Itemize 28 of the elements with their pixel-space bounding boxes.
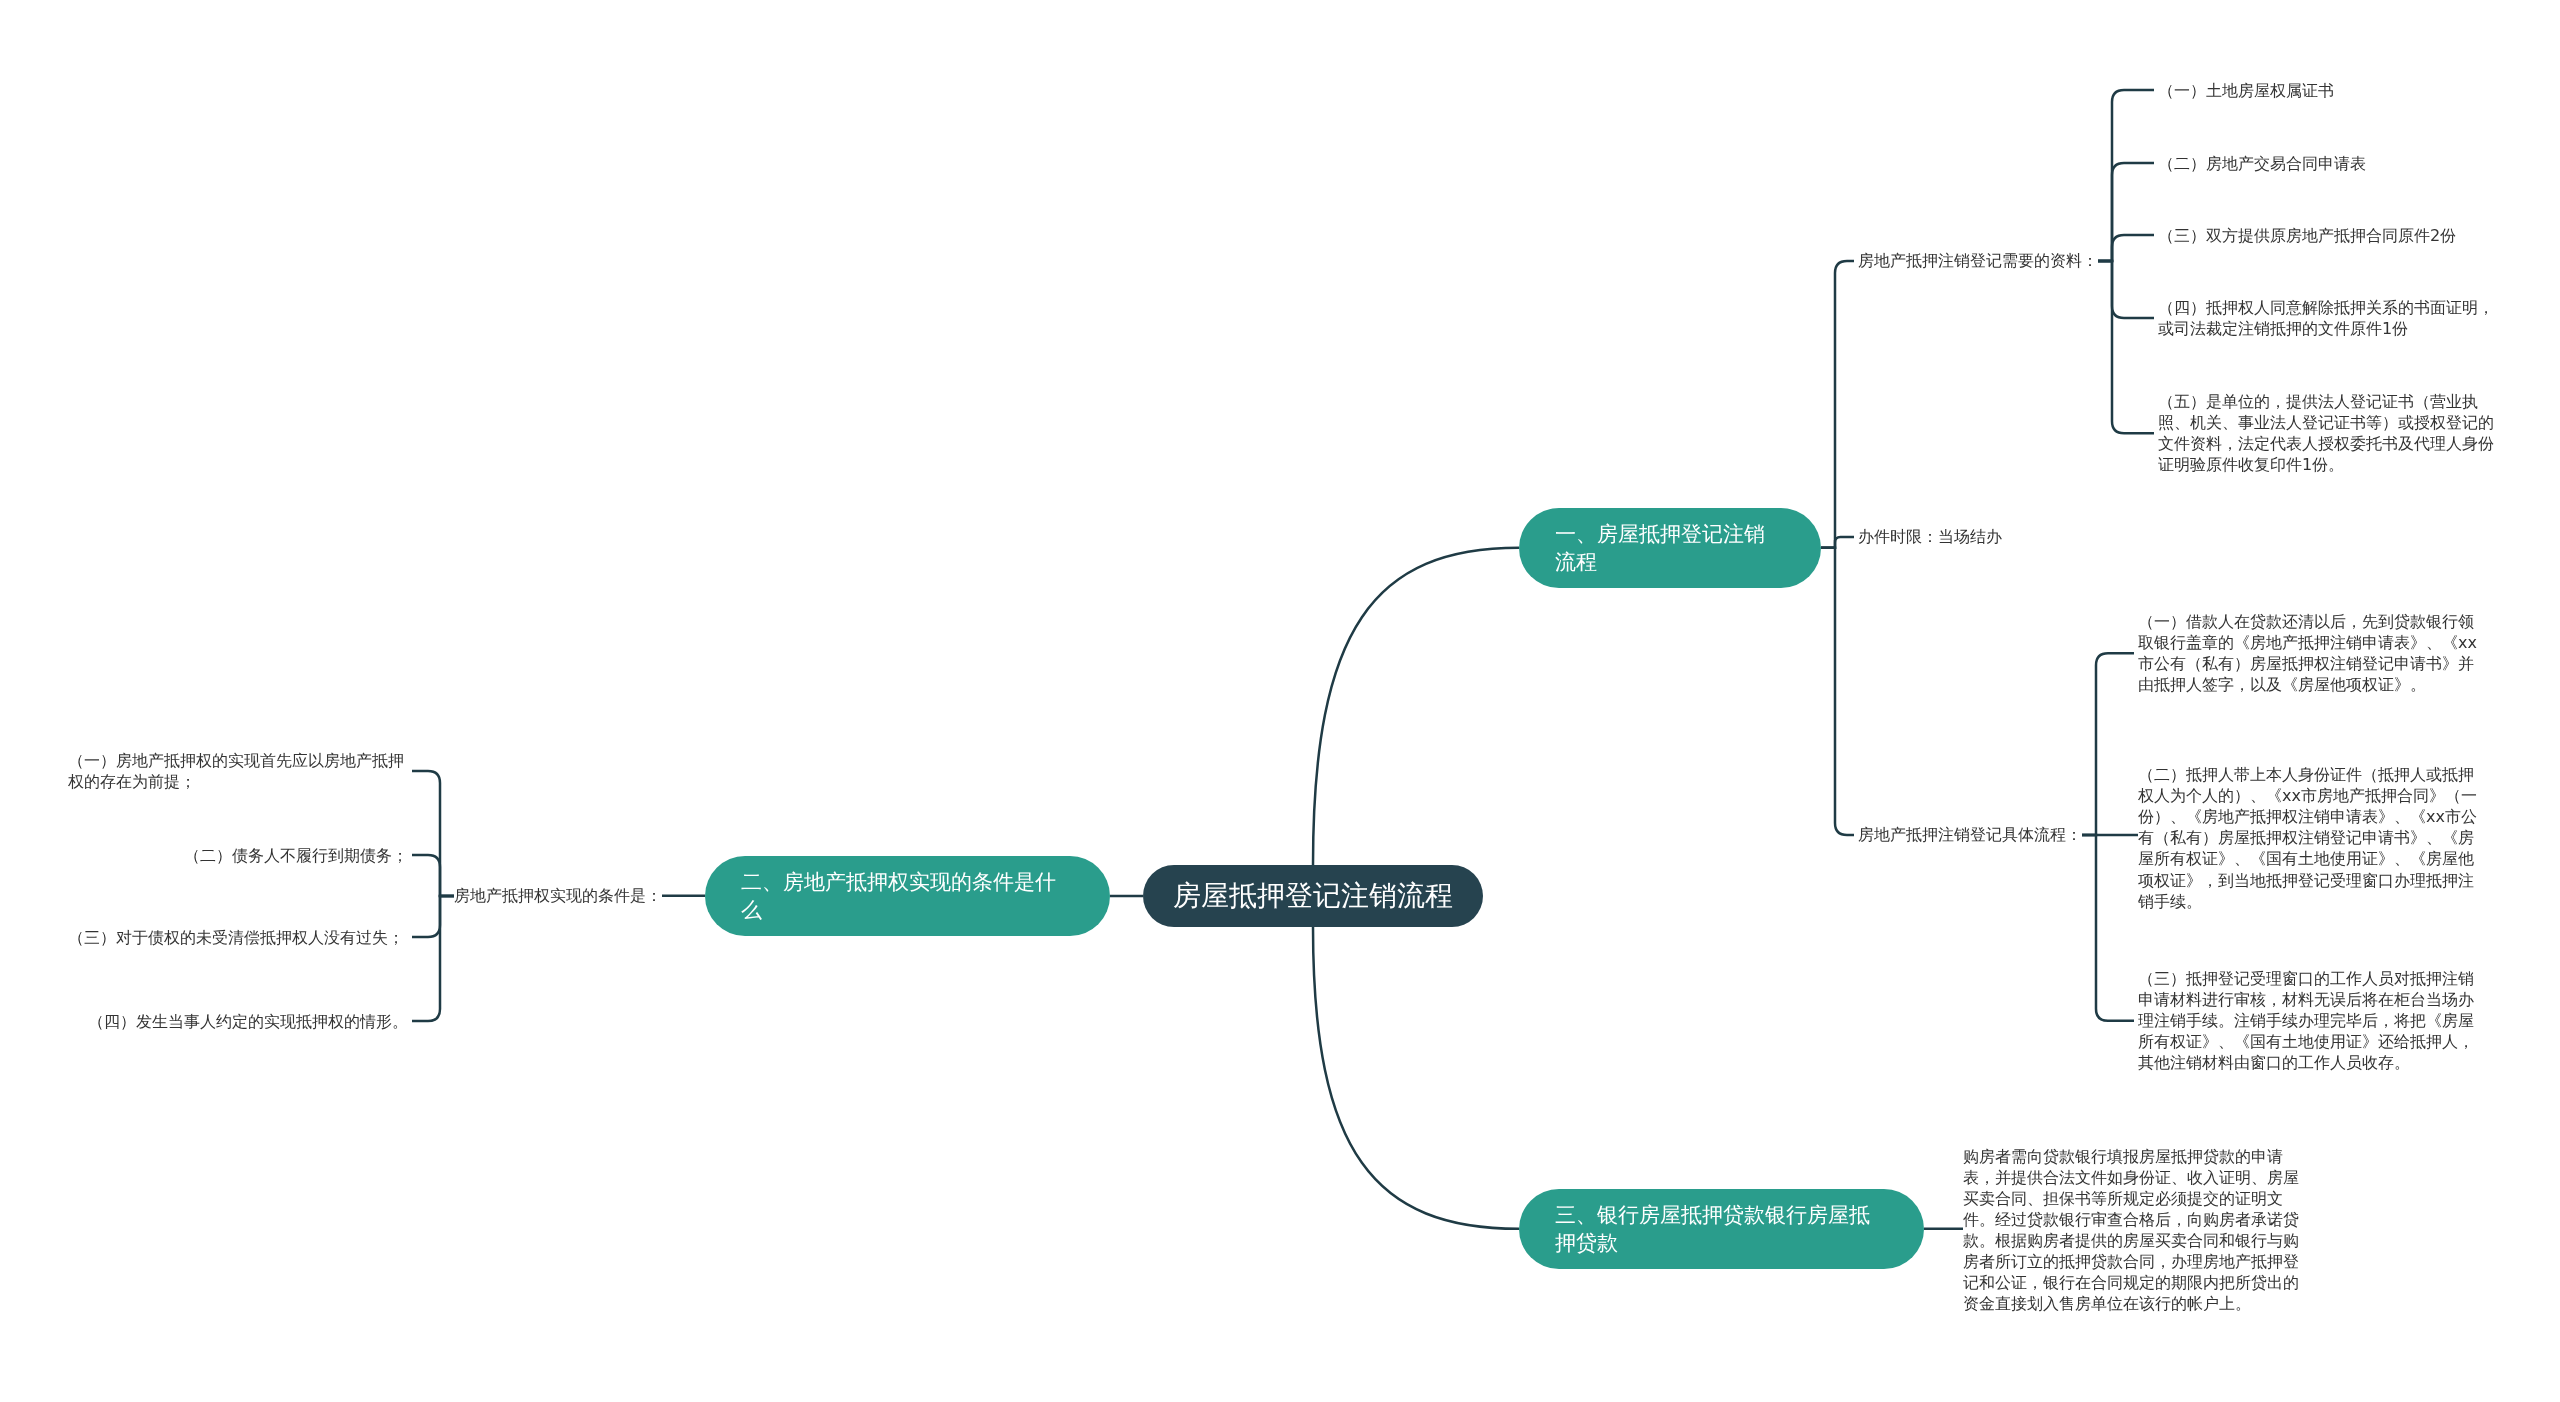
connector-line <box>662 894 705 898</box>
topic-pill: 三、银行房屋抵押贷款银行房屋抵押贷款 <box>1519 1188 1924 1270</box>
connector-line <box>1924 1227 1963 1231</box>
central-topic: 房屋抵押登记注销流程 <box>1143 865 1483 927</box>
detail-text: （一）房地产抵押权的实现首先应以房地产抵押权的存在为前提； <box>68 750 408 793</box>
connector-line <box>2082 833 2134 1022</box>
detail-text: （四）发生当事人约定的实现抵押权的情形。 <box>88 1010 408 1032</box>
topic-pill: 二、房地产抵押权实现的条件是什么 <box>705 855 1110 937</box>
connector-line <box>2098 259 2154 435</box>
subtopic-text: 房地产抵押注销登记需要的资料： <box>1858 250 2098 272</box>
detail-text: （二）抵押人带上本人身份证件（抵押人或抵押权人为个人的）、《xx市房地产抵押合同》（一份）、《房地产抵押权注销申请表》、《xx市公有（私有）房屋抵押权注销登记申请书》、《房屋所有权证》、《国有土地使用证》、《房屋他项权证》，到当地抵押登记受理窗口办理抵押注销手续。 <box>2138 764 2478 912</box>
detail-text: （四）抵押权人同意解除抵押关系的书面证明，或司法裁定注销抵押的文件原件1份 <box>2158 297 2498 340</box>
detail-text: （三）对于债权的未受清偿抵押权人没有过失； <box>68 926 408 948</box>
connector-line <box>1110 894 1143 898</box>
subtopic-text: 房地产抵押注销登记具体流程： <box>1858 824 2082 846</box>
subtopic-text: 房地产抵押权实现的条件是： <box>454 885 662 907</box>
detail-text: （一）土地房屋权属证书 <box>2158 79 2498 101</box>
detail-text: （三）抵押登记受理窗口的工作人员对抵押注销申请材料进行审核，材料无误后将在柜台当场办理注销手续。注销手续办理完毕后，将把《房屋所有权证》、《国有土地使用证》还给抵押人，其他注销材料由窗口的工作人员收存。 <box>2138 968 2478 1074</box>
detail-text: （三）双方提供原房地产抵押合同原件2份 <box>2158 224 2498 246</box>
detail-text: （一）借款人在贷款还清以后，先到贷款银行领取银行盖章的《房地产抵押注销申请表》、《xx市公有（私有）房屋抵押权注销登记申请书》并由抵押人签字，以及《房屋他项权证》。 <box>2138 611 2478 696</box>
topic-pill: 一、房屋抵押登记注销流程 <box>1519 507 1821 589</box>
detail-text: （五）是单位的，提供法人登记证书（营业执照、机关、事业法人登记证书等）或授权登记的文件资料，法定代表人授权委托书及代理人身份证明验原件收复印件1份。 <box>2158 391 2498 476</box>
detail-text: （二）房地产交易合同申请表 <box>2158 152 2498 174</box>
connector-line <box>1311 926 1520 1231</box>
subtopic-text: 办件时限：当场结办 <box>1858 526 2002 548</box>
detail-text: （二）债务人不履行到期债务； <box>184 844 408 866</box>
connector-line <box>1311 546 1520 866</box>
detail-text: 购房者需向贷款银行填报房屋抵押贷款的申请表，并提供合法文件如身份证、收入证明、房屋买卖合同、担保书等所规定必须提交的证明文件。经过贷款银行审查合格后，向购房者承诺贷款。根据购房者提供的房屋买卖合同和银行与购房者所订立的抵押贷款合同，办理房地产抵押登记和公证，银行在合同规定的期限内把所贷出的资金直接划入售房单位在该行的帐户上。 <box>1963 1145 2303 1315</box>
